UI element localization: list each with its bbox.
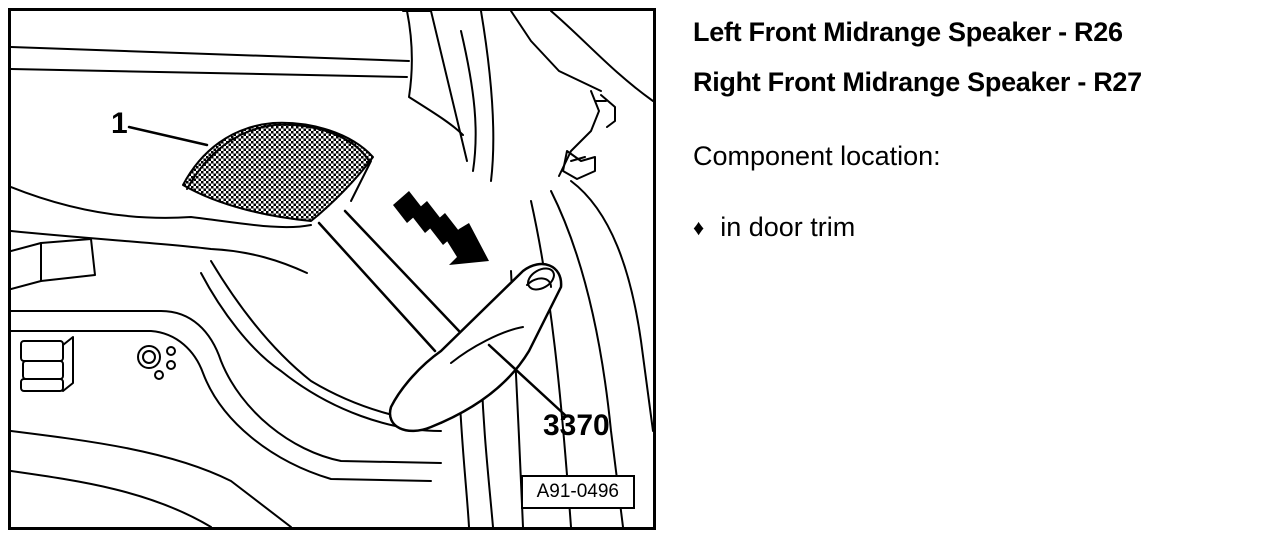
callout-speaker-label: 1 bbox=[111, 107, 128, 140]
list-item-text: in door trim bbox=[720, 212, 856, 242]
diamond-bullet-icon: ♦ bbox=[693, 214, 705, 240]
component-location-subheading: Component location: bbox=[693, 141, 941, 171]
heading-line-2: Right Front Midrange Speaker - R27 bbox=[693, 67, 1142, 97]
direction-arrow-icon bbox=[393, 191, 489, 265]
illustration-frame: 1 3370 A91-0496 bbox=[8, 8, 656, 530]
heading-line-1: Left Front Midrange Speaker - R26 bbox=[693, 17, 1123, 47]
door-trim-illustration bbox=[11, 11, 653, 527]
callout-tool-label: 3370 bbox=[543, 409, 610, 442]
list-item: ♦ in door trim bbox=[693, 212, 855, 243]
figure-reference-code: A91-0496 bbox=[520, 475, 635, 509]
